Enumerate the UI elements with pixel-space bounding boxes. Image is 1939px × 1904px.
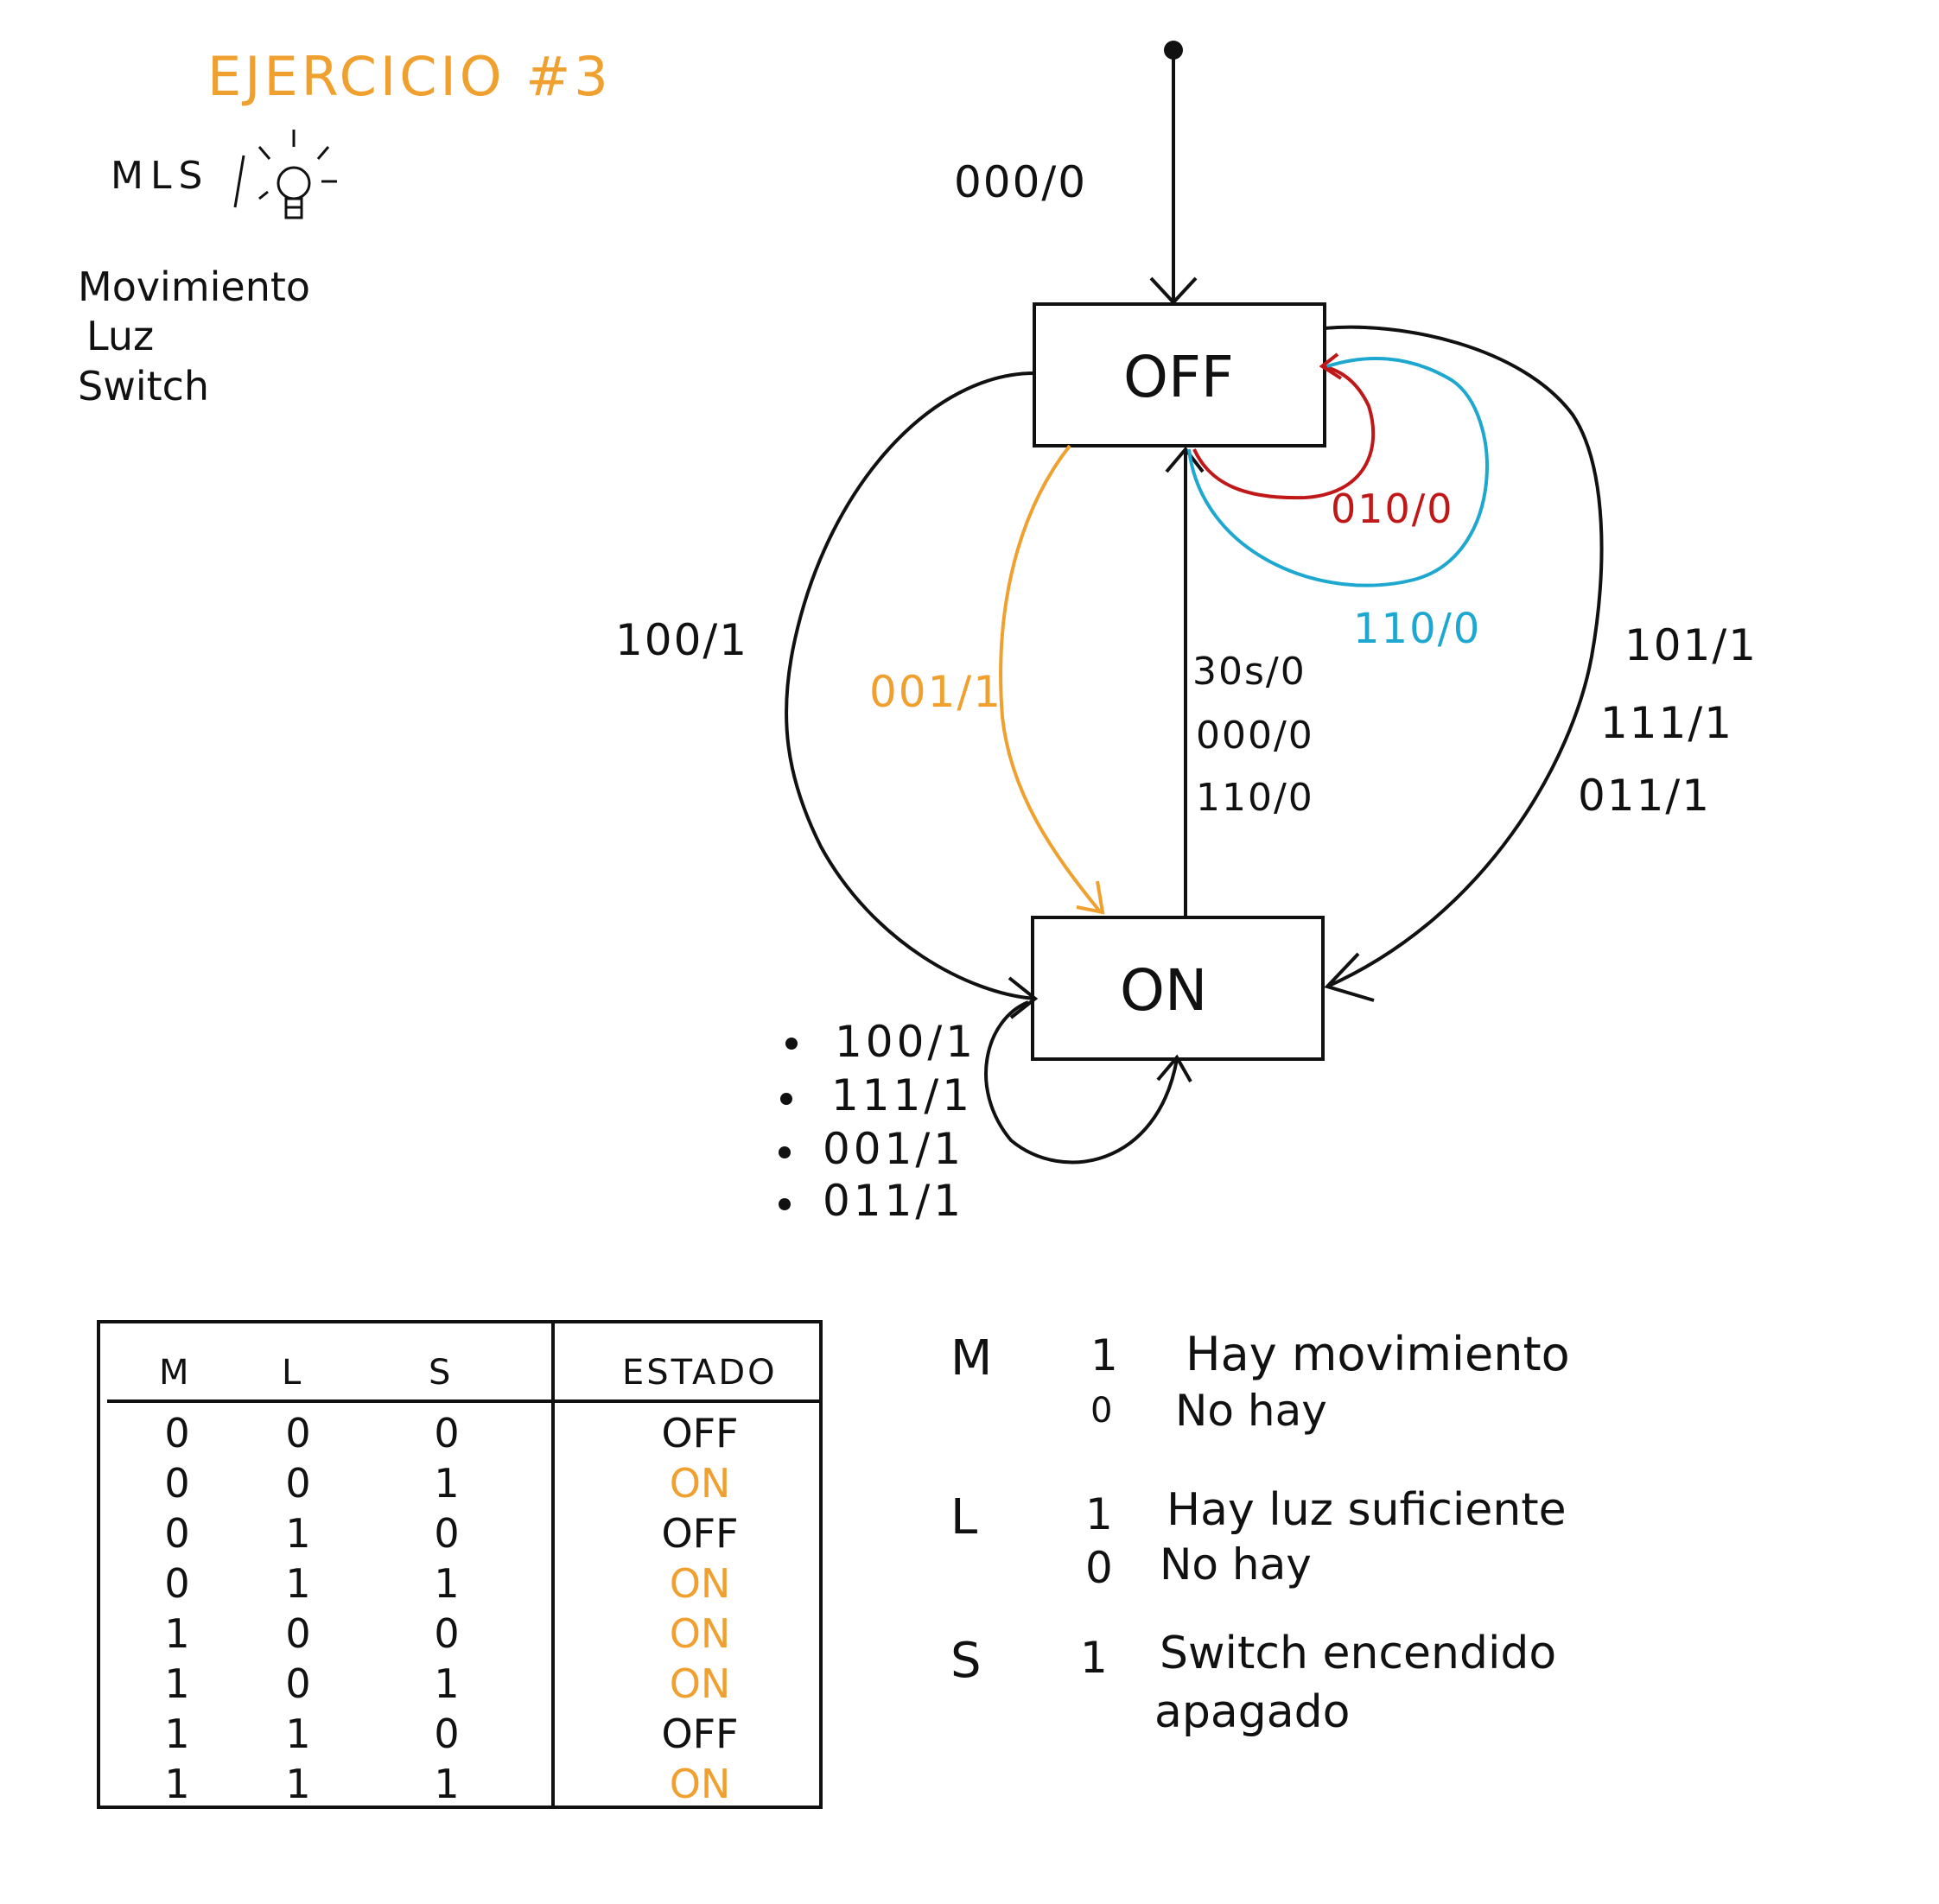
tt-cell-m: 0 — [164, 1460, 190, 1507]
desc-s-zero-text: apagado — [1154, 1686, 1351, 1738]
label-initial: 000/0 — [954, 157, 1088, 207]
bullet — [780, 1093, 792, 1105]
label-on-self-111: 111/1 — [831, 1070, 974, 1120]
tt-cell-l: 0 — [285, 1610, 311, 1657]
legend-luz: Luz — [86, 313, 155, 359]
arrowhead-on-self — [1156, 1054, 1192, 1082]
tt-header-s: S — [429, 1353, 454, 1393]
desc-m-zero: 0 — [1090, 1391, 1113, 1431]
tt-cell-m: 0 — [164, 1510, 190, 1557]
desc-l-var: L — [950, 1489, 978, 1545]
tt-cell-estado: OFF — [661, 1410, 739, 1457]
label-on-off-30s: 30s/0 — [1192, 650, 1306, 694]
tt-cell-s: 1 — [434, 1560, 460, 1607]
bullet — [785, 1038, 798, 1050]
tt-cell-l: 1 — [285, 1560, 311, 1607]
arrowhead-off-on-orange — [1076, 880, 1105, 915]
tt-cell-estado: ON — [669, 1761, 731, 1807]
transition-off-self-red — [1192, 365, 1376, 500]
label-on-self-100: 100/1 — [835, 1017, 977, 1067]
tt-cell-estado: ON — [669, 1560, 731, 1607]
label-off-self-blue: 110/0 — [1353, 605, 1482, 653]
desc-m-zero-text: No hay — [1175, 1386, 1327, 1436]
label-off-self-red: 010/0 — [1331, 486, 1454, 532]
desc-s-one: 1 — [1080, 1633, 1108, 1683]
arrowhead-off-on-left — [1008, 976, 1039, 1019]
label-off-on-right-101: 101/1 — [1624, 620, 1758, 670]
desc-m-one-text: Hay movimiento — [1186, 1327, 1570, 1381]
desc-l-zero: 0 — [1085, 1543, 1113, 1593]
bullet — [779, 1198, 791, 1210]
tt-cell-estado: OFF — [661, 1510, 739, 1557]
tt-cell-estado: OFF — [661, 1710, 739, 1757]
label-off-on-right-111: 111/1 — [1600, 698, 1734, 748]
desc-m-var: M — [950, 1330, 993, 1387]
transition-off-on-orange — [999, 444, 1101, 912]
label-off-on-right-011: 011/1 — [1578, 771, 1712, 821]
legend-switch: Switch — [78, 363, 210, 409]
page-title: EJERCICIO #3 — [207, 45, 612, 108]
truth-table-frame — [97, 1320, 823, 1809]
tt-header-estado: ESTADO — [622, 1353, 778, 1393]
tt-cell-l: 1 — [285, 1761, 311, 1807]
tt-cell-s: 0 — [434, 1710, 460, 1757]
desc-s-one-text: Switch encendido — [1160, 1628, 1557, 1679]
transition-on-self — [984, 1000, 1179, 1165]
tt-cell-m: 1 — [164, 1761, 190, 1807]
state-on-label: ON — [1120, 957, 1208, 1024]
tt-cell-m: 1 — [164, 1660, 190, 1707]
lightbulb-icon — [233, 130, 337, 219]
tt-cell-l: 0 — [285, 1660, 311, 1707]
tt-cell-estado: ON — [669, 1610, 731, 1657]
tt-cell-m: 0 — [164, 1560, 190, 1607]
tt-cell-s: 1 — [434, 1660, 460, 1707]
transition-off-on-right — [1324, 325, 1604, 988]
tt-cell-estado: ON — [669, 1660, 731, 1707]
tt-cell-m: 0 — [164, 1410, 190, 1457]
label-on-off-000: 000/0 — [1196, 714, 1314, 758]
label-off-on-left: 100/1 — [615, 615, 749, 665]
label-on-self-001: 001/1 — [823, 1124, 965, 1174]
tt-cell-s: 0 — [434, 1410, 460, 1457]
tt-cell-s: 0 — [434, 1610, 460, 1657]
label-on-off-110: 110/0 — [1196, 776, 1314, 820]
label-off-on-orange: 001/1 — [869, 667, 1003, 717]
desc-l-zero-text: No hay — [1160, 1539, 1312, 1590]
arrowhead-on-off-center — [1165, 446, 1205, 473]
desc-s-var: S — [950, 1633, 982, 1689]
tt-cell-estado: ON — [669, 1460, 731, 1507]
header-vars: MLS — [111, 154, 210, 198]
state-off-label: OFF — [1123, 344, 1234, 410]
tt-cell-m: 1 — [164, 1610, 190, 1657]
tt-cell-l: 0 — [285, 1410, 311, 1457]
desc-l-one-text: Hay luz suficiente — [1167, 1484, 1567, 1536]
tt-header-l: L — [282, 1353, 304, 1393]
bullet — [779, 1146, 791, 1158]
label-on-self-011: 011/1 — [823, 1176, 965, 1226]
tt-cell-m: 1 — [164, 1710, 190, 1757]
tt-header-m: M — [159, 1353, 192, 1393]
legend-movimiento: Movimiento — [78, 263, 311, 310]
transition-off-self-blue — [1187, 356, 1489, 587]
desc-m-one: 1 — [1090, 1330, 1118, 1380]
transition-off-on-left — [785, 371, 1036, 1000]
initial-dot — [1164, 41, 1183, 60]
tt-cell-l: 1 — [285, 1710, 311, 1757]
tt-cell-s: 1 — [434, 1460, 460, 1507]
arrowhead-off-self-red — [1319, 352, 1343, 380]
tt-cell-s: 1 — [434, 1761, 460, 1807]
desc-l-one: 1 — [1085, 1489, 1113, 1539]
tt-cell-s: 0 — [434, 1510, 460, 1557]
arrowhead-off-on-right — [1324, 952, 1375, 1002]
tt-cell-l: 1 — [285, 1510, 311, 1557]
tt-cell-l: 0 — [285, 1460, 311, 1507]
